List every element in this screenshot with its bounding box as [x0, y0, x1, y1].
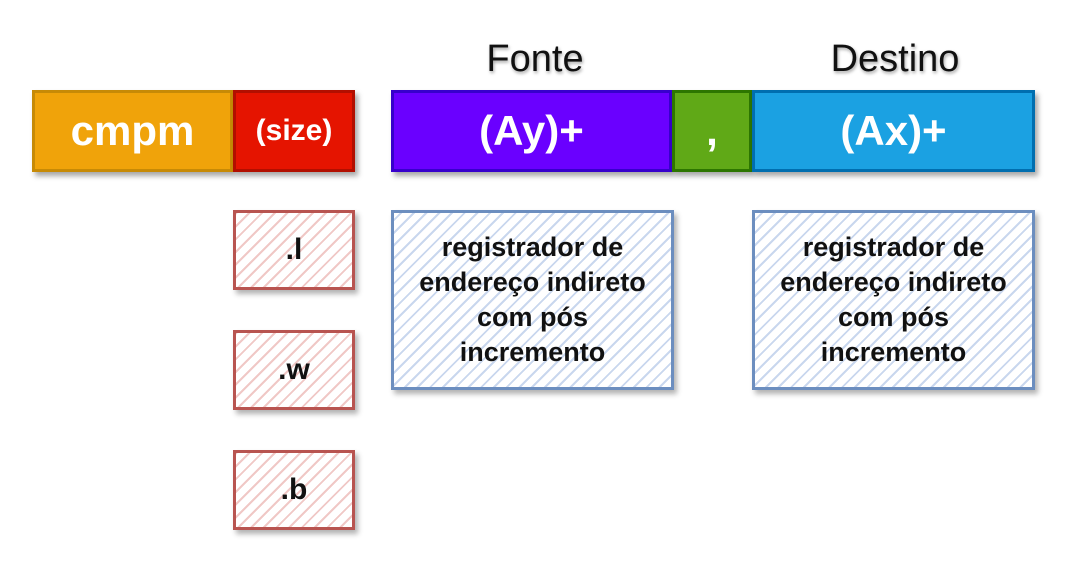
destination-header: Destino [830, 38, 960, 80]
source-header: Fonte [486, 38, 584, 80]
size-option-word: .w [233, 330, 355, 410]
separator-block: , [672, 90, 752, 172]
source-description-text: registrador de endereço indireto com pós… [419, 231, 646, 368]
size-block: (size) [233, 90, 355, 172]
source-operand-block: (Ay)+ [391, 90, 672, 172]
destination-operand-block: (Ax)+ [752, 90, 1035, 172]
mnemonic-block: cmpm [32, 90, 233, 172]
destination-description: registrador de endereço indireto com pós… [752, 210, 1035, 390]
size-option-long: .l [233, 210, 355, 290]
destination-description-text: registrador de endereço indireto com pós… [780, 231, 1007, 368]
source-description: registrador de endereço indireto com pós… [391, 210, 674, 390]
size-option-byte: .b [233, 450, 355, 530]
